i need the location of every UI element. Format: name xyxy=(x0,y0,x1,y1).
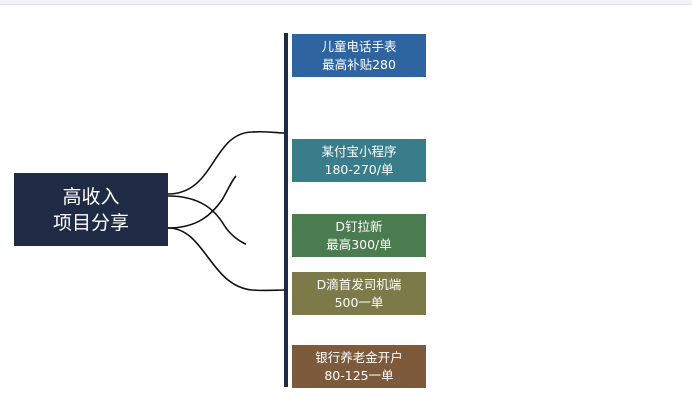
node-title: 银行养老金开户 xyxy=(315,349,403,365)
node-kids-phone-watch: 儿童电话手表 最高补贴280 xyxy=(292,34,426,77)
node-detail: 80-125一单 xyxy=(324,367,394,383)
node-driver-signup: D滴首发司机端 500一单 xyxy=(292,272,426,315)
node-title: D钉拉新 xyxy=(335,218,383,234)
connector-upper xyxy=(167,130,285,195)
node-pension-account: 银行养老金开户 80-125一单 xyxy=(292,345,426,388)
node-title: D滴首发司机端 xyxy=(316,276,402,292)
connector-middle-upper xyxy=(167,195,247,245)
node-title: 儿童电话手表 xyxy=(321,38,397,54)
node-title: 某付宝小程序 xyxy=(321,143,397,159)
node-mini-program: 某付宝小程序 180-270/单 xyxy=(292,139,426,182)
node-detail: 最高补贴280 xyxy=(322,56,396,72)
top-strip xyxy=(0,0,692,5)
connector-middle-lower xyxy=(167,175,237,229)
connector-lower xyxy=(167,227,285,292)
node-detail: 500一单 xyxy=(334,294,384,310)
node-dingtalk-referral: D钉拉新 最高300/单 xyxy=(292,214,426,257)
root-topic-line2: 项目分享 xyxy=(52,211,129,234)
node-detail: 180-270/单 xyxy=(324,161,394,177)
node-detail: 最高300/单 xyxy=(326,236,392,252)
root-topic: 高收入 项目分享 xyxy=(14,173,168,246)
branch-bar xyxy=(284,33,288,387)
root-topic-line1: 高收入 xyxy=(62,185,120,208)
